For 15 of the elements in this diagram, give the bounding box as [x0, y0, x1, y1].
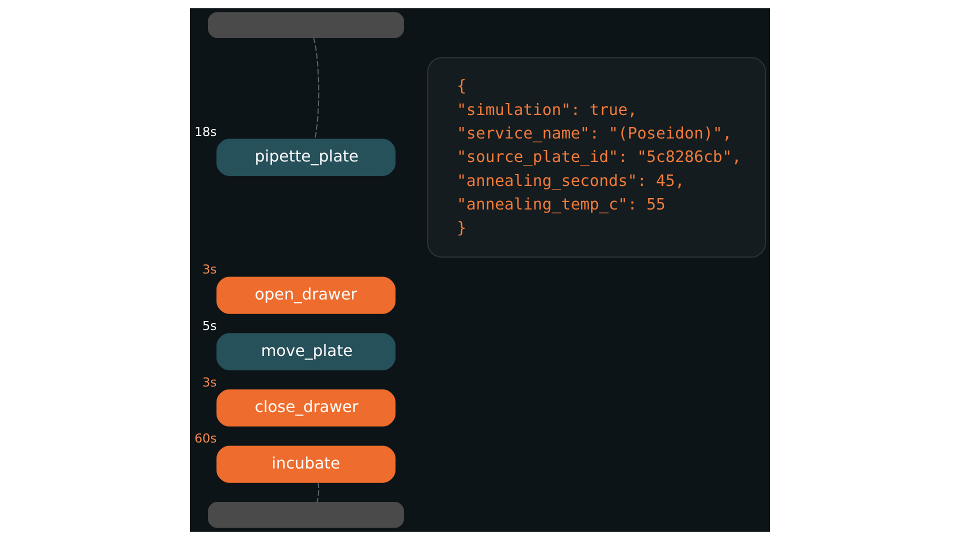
node-box: { "simulation": true, "service_name": "(Poseidon)", "source_plate_id": "5c8286cb", "annealing_seconds": 45, "annealing_temp_c": 55 } [427, 57, 766, 258]
node-label: 3s [202, 375, 217, 390]
node-label: 18s [194, 124, 217, 139]
node-bar [208, 502, 404, 528]
node-box: incubate [216, 446, 396, 483]
node-box: move_plate [216, 333, 396, 370]
node-label: 60s [194, 432, 217, 446]
node-label: 5s [202, 319, 217, 334]
connector [316, 482, 320, 503]
node-label: 3s [202, 262, 217, 277]
node-box: open_drawer [216, 276, 396, 314]
node-bar [208, 12, 404, 38]
node-box: close_drawer [216, 389, 396, 427]
connector [313, 38, 320, 140]
node-box: pipette_plate [216, 138, 396, 176]
